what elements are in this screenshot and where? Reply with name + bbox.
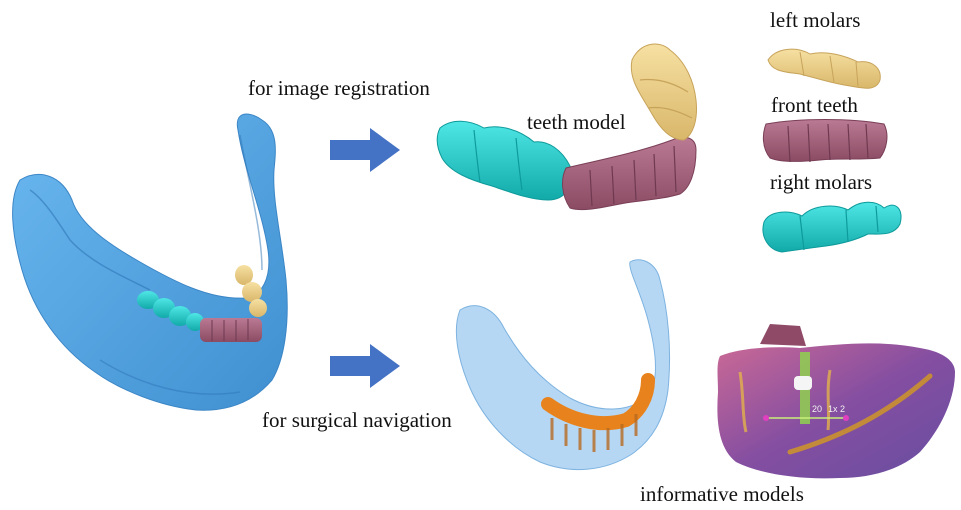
- right-arrow-icon: [330, 128, 400, 172]
- scan-measure-right: 1x 2: [828, 404, 845, 414]
- informative-scan-model: 20 1x 2: [717, 324, 955, 478]
- label-right-molars: right molars: [770, 172, 872, 193]
- label-left-molars: left molars: [770, 10, 860, 31]
- scan-measure-left: 20: [812, 404, 822, 414]
- right-molars-model: [763, 202, 901, 252]
- right-arrow-icon: [330, 344, 400, 388]
- label-teeth-model: teeth model: [527, 112, 626, 133]
- label-image-registration: for image registration: [248, 78, 430, 99]
- label-informative-models: informative models: [640, 484, 804, 505]
- mandible-front-teeth: [200, 318, 262, 342]
- mandible-model: [13, 114, 288, 410]
- front-teeth-model: [763, 120, 887, 163]
- navigation-mandible-model: [456, 260, 669, 470]
- label-surgical-navigation: for surgical navigation: [262, 410, 452, 431]
- left-molars-model: [768, 49, 880, 88]
- label-front-teeth: front teeth: [771, 95, 858, 116]
